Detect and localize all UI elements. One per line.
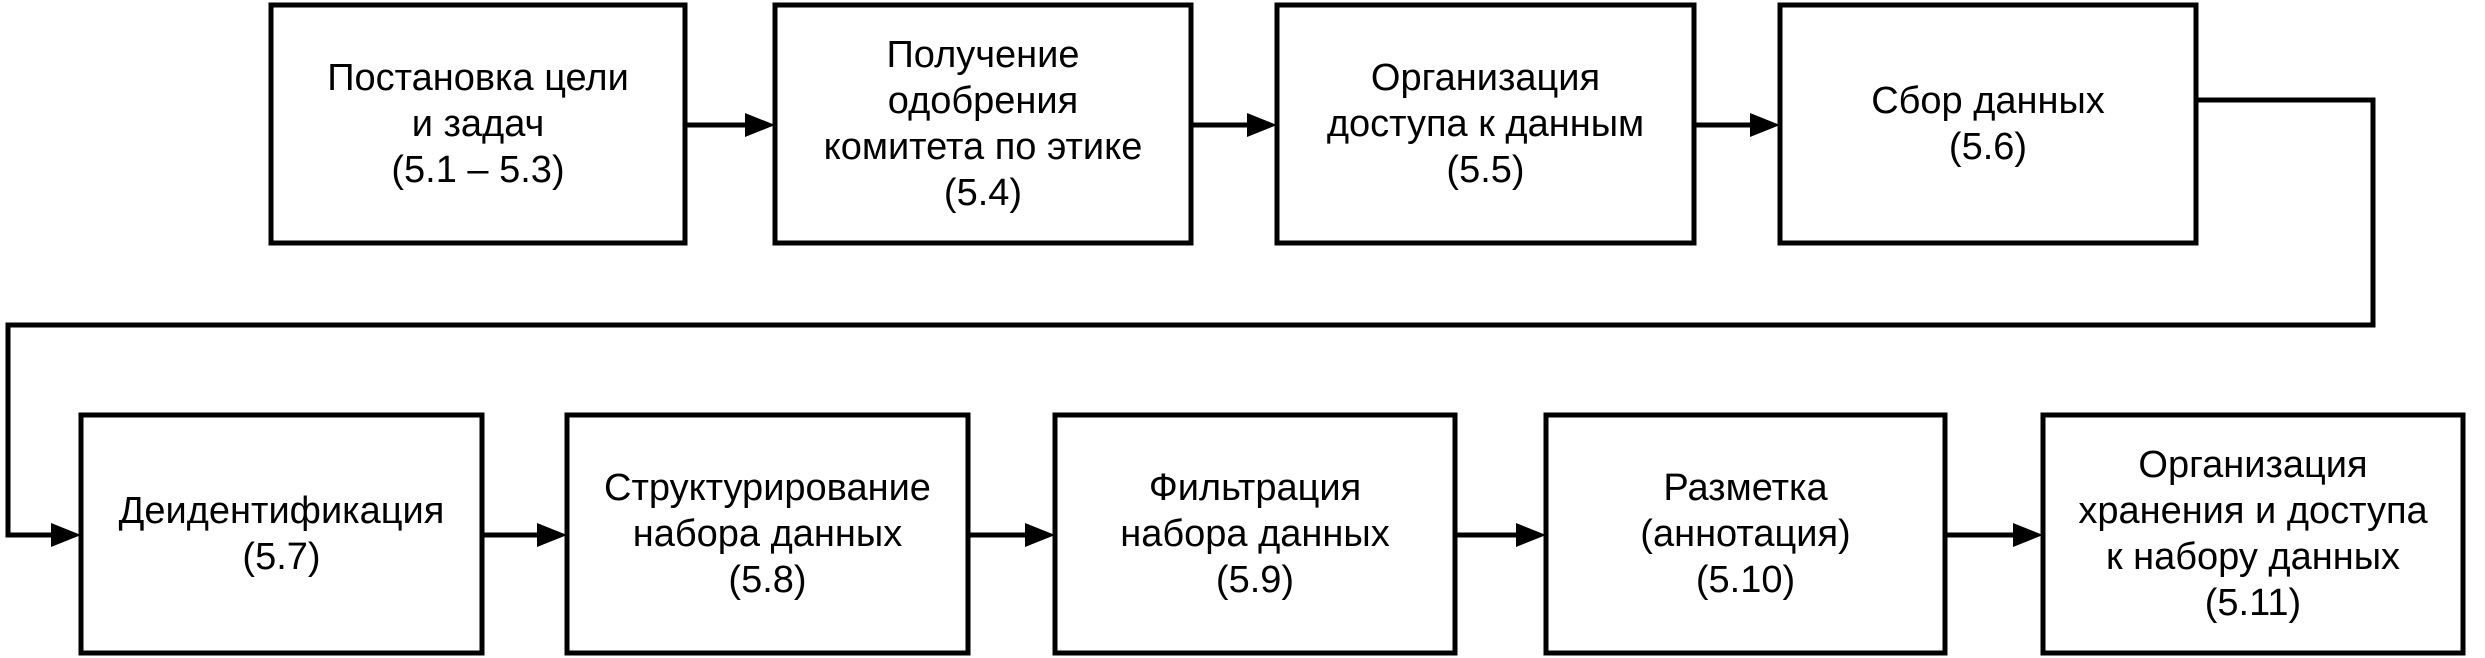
- step-label-line: (5.5): [1446, 149, 1524, 191]
- step-label-line: набора данных: [633, 513, 902, 555]
- step-label-line: Постановка цели: [327, 57, 629, 99]
- arrow-head: [2013, 523, 2043, 547]
- step-label-line: (5.4): [944, 172, 1022, 214]
- step-label-line: (аннотация): [1640, 513, 1850, 555]
- step-label-line: (5.11): [2205, 582, 2301, 624]
- step-label-line: набора данных: [1120, 513, 1389, 555]
- step-label-line: Организация: [2138, 444, 2367, 486]
- step-box-frame: [1543, 412, 1948, 656]
- step-box-frame: [78, 412, 485, 656]
- step-label-line: Фильтрация: [1149, 467, 1361, 509]
- step-label-line: одобрения: [888, 80, 1078, 122]
- step-box-frame: [1052, 412, 1458, 656]
- arrow-head: [1516, 523, 1546, 547]
- step-label-line: (5.9): [1216, 559, 1294, 601]
- step-box-frame: [1777, 2, 2199, 246]
- step-label-line: Структурирование: [604, 467, 931, 509]
- step-label-line: (5.7): [242, 536, 320, 578]
- arrow-head: [745, 113, 775, 137]
- step-label-line: доступа к данным: [1327, 103, 1644, 145]
- step-label-line: Разметка: [1663, 467, 1828, 509]
- step-label-line: (5.1 – 5.3): [391, 149, 564, 191]
- arrow-head: [1247, 113, 1277, 137]
- arrow-head: [51, 523, 81, 547]
- step-label-line: (5.6): [1949, 126, 2027, 168]
- step-box-5: Деидентификация(5.7): [78, 412, 485, 656]
- step-label-line: Сбор данных: [1871, 80, 2105, 122]
- step-box-frame: [772, 2, 1194, 246]
- step-label-line: (5.8): [728, 559, 806, 601]
- wrap-connector-line: [5, 97, 2376, 538]
- connectors: [5, 97, 2376, 547]
- arrow-head: [1025, 523, 1055, 547]
- step-label-line: Организация: [1371, 57, 1600, 99]
- step-box-4: Сбор данных(5.6): [1777, 2, 2199, 246]
- step-label-line: комитета по этике: [824, 126, 1143, 168]
- step-box-frame: [2040, 412, 2466, 656]
- step-box-8: Разметка(аннотация)(5.10): [1543, 412, 1948, 656]
- step-box-frame: [1274, 2, 1697, 246]
- step-box-frame: [268, 2, 688, 246]
- step-label-line: Получение: [886, 34, 1079, 76]
- step-box-frame: [564, 412, 971, 656]
- step-label-line: Деидентификация: [119, 490, 445, 532]
- arrow-head: [537, 523, 567, 547]
- step-label-line: хранения и доступа: [2078, 490, 2428, 532]
- step-label-line: (5.10): [1696, 559, 1795, 601]
- step-label-line: к набору данных: [2106, 536, 2400, 578]
- step-label-line: и задач: [412, 103, 545, 145]
- arrow-head: [1750, 113, 1780, 137]
